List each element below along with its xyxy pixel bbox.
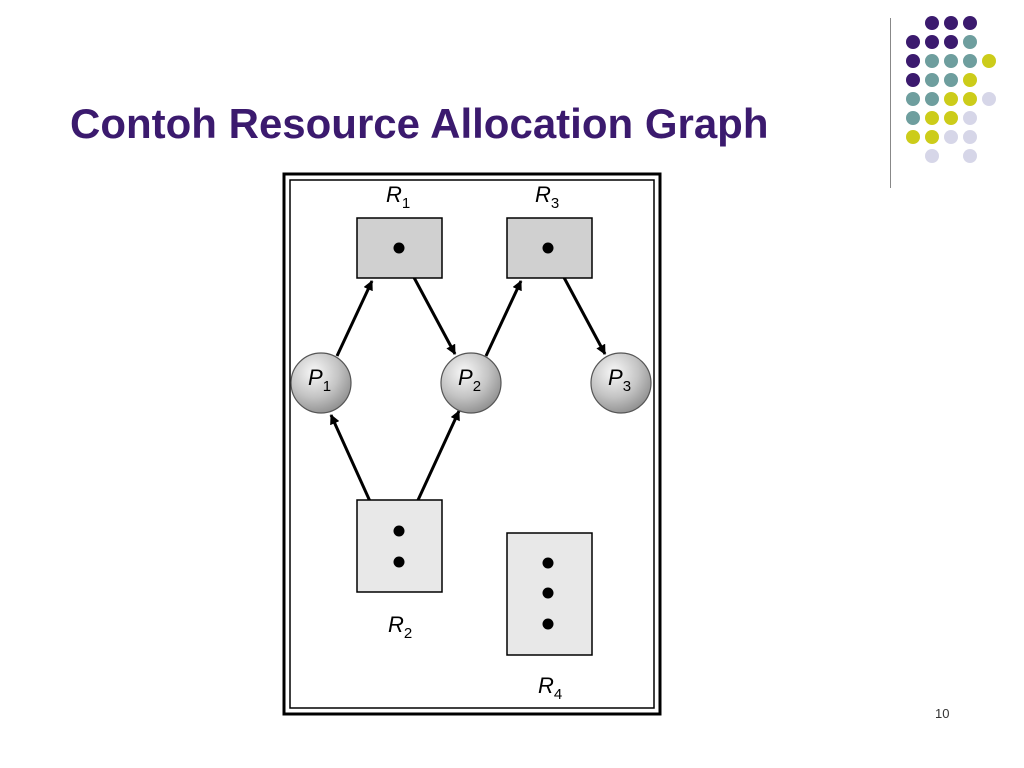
- decorative-dot: [944, 111, 958, 125]
- decorative-dot: [925, 92, 939, 106]
- resource-r2-box: [356, 499, 443, 593]
- decorative-dot: [963, 111, 977, 125]
- resource-instance-dot: [542, 557, 554, 569]
- diagram-frame-inner: [289, 179, 655, 709]
- resource-instance-dot: [393, 525, 405, 537]
- decorative-dot: [944, 130, 958, 144]
- decorative-dot: [982, 92, 996, 106]
- resource-instance-dot: [393, 556, 405, 568]
- decorative-dot: [963, 54, 977, 68]
- resource-instance-dot: [542, 587, 554, 599]
- decorative-dot: [963, 35, 977, 49]
- process-p2-label: P2: [458, 365, 481, 395]
- decorative-dot: [906, 92, 920, 106]
- resource-instance-dot: [542, 618, 554, 630]
- decorative-dot: [944, 54, 958, 68]
- decorative-dot: [906, 35, 920, 49]
- process-p2-node: [440, 352, 502, 414]
- process-p3-label: P3: [608, 365, 631, 395]
- slide-title: Contoh Resource Allocation Graph: [70, 100, 769, 147]
- decorative-dot: [944, 35, 958, 49]
- decorative-dot: [963, 73, 977, 87]
- page-number: 10: [935, 706, 950, 721]
- process-p1-node: [290, 352, 352, 414]
- resource-r3-label: R3: [535, 182, 559, 212]
- resource-r4-label: R4: [538, 673, 562, 703]
- process-p3-node: [590, 352, 652, 414]
- decorative-dot: [906, 111, 920, 125]
- decorative-dot: [925, 54, 939, 68]
- decorative-dot: [925, 149, 939, 163]
- decorative-dot: [963, 92, 977, 106]
- diagram-frame-outer: [282, 172, 662, 716]
- decorative-dot: [925, 35, 939, 49]
- decorative-dot: [906, 130, 920, 144]
- decorative-dot: [925, 111, 939, 125]
- decorative-dot-grid: [906, 16, 996, 163]
- decorative-dot: [944, 73, 958, 87]
- resource-r2-label: R2: [388, 612, 412, 642]
- edge-p2-to-r3: [484, 280, 523, 357]
- resource-r1-label: R1: [386, 182, 410, 212]
- process-p1-label: P1: [308, 365, 331, 395]
- decorative-divider: [890, 18, 891, 188]
- edge-p1-to-r1: [335, 280, 374, 357]
- decorative-dot: [944, 92, 958, 106]
- decorative-dot: [925, 73, 939, 87]
- decorative-dot: [925, 16, 939, 30]
- resource-instance-dot: [393, 242, 405, 254]
- decorative-dot: [963, 149, 977, 163]
- decorative-dot: [906, 54, 920, 68]
- decorative-dot: [982, 54, 996, 68]
- decorative-dot: [963, 16, 977, 30]
- decorative-dot: [944, 16, 958, 30]
- decorative-dot: [906, 73, 920, 87]
- decorative-dot: [963, 130, 977, 144]
- resource-instance-dot: [542, 242, 554, 254]
- decorative-dot: [925, 130, 939, 144]
